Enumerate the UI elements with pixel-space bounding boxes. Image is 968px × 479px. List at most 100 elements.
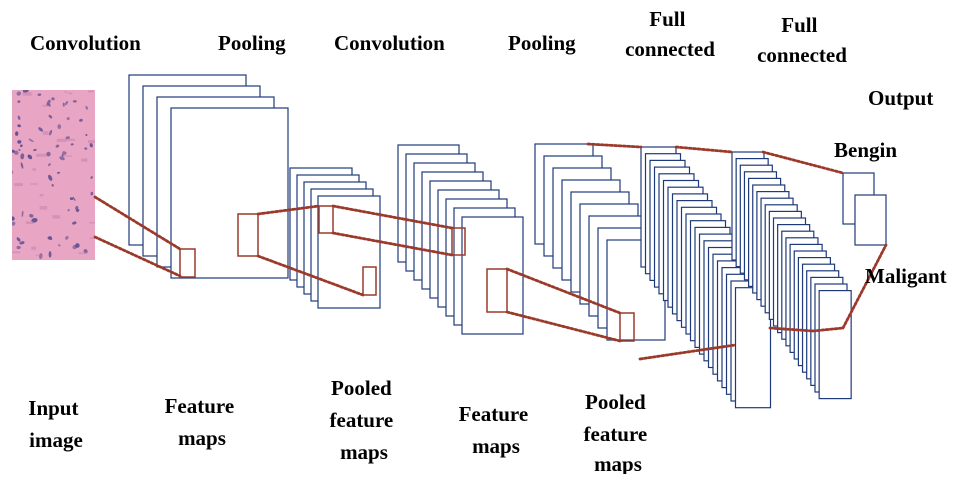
receptive-field-window: [237, 213, 259, 257]
nucleus-spot: [33, 148, 37, 152]
feature-map: [461, 216, 524, 335]
nucleus-spot: [46, 99, 51, 106]
input-image: [12, 90, 95, 260]
dotted-connector: [331, 231, 454, 257]
nucleus-spot: [37, 93, 42, 96]
nucleus-spot: [12, 149, 15, 153]
label-class-maligant: Maligant: [865, 264, 947, 288]
nucleus-spot: [65, 136, 71, 140]
receptive-field-window: [179, 248, 196, 278]
nucleus-spot: [18, 148, 21, 152]
tissue-fiber: [12, 251, 21, 254]
label-pooled-feature-maps-2-line-1: Pooled: [585, 390, 646, 414]
nucleus-spot: [65, 101, 69, 106]
dotted-connector: [331, 204, 454, 230]
nucleus-spot: [46, 151, 51, 157]
dotted-connector: [256, 254, 365, 297]
nucleus-spot: [70, 143, 74, 146]
fully-connected-2-stack: [731, 151, 852, 400]
dotted-connector: [811, 326, 845, 333]
tissue-fiber: [56, 138, 67, 142]
tissue-fiber: [87, 90, 94, 93]
label-pooled-feature-maps-2-line-3: maps: [594, 452, 642, 474]
feature-maps-2-stack: [397, 144, 524, 335]
nucleus-spot: [75, 205, 79, 210]
nucleus-spot: [17, 124, 21, 128]
receptive-field-window: [619, 312, 635, 342]
label-full-connected-2-line-1: Full: [781, 13, 817, 37]
nucleus-spot: [85, 105, 88, 110]
nucleus-spot: [29, 213, 34, 218]
label-pooled-feature-maps-1: Pooled feature maps: [330, 376, 399, 464]
tissue-fiber: [32, 168, 37, 171]
dotted-connector: [505, 310, 622, 343]
receptive-field-window: [486, 268, 508, 313]
dotted-connector: [586, 142, 643, 149]
label-pooled-feature-maps-1-line-1: Pooled: [331, 376, 392, 400]
tissue-fiber: [68, 92, 73, 95]
nucleus-spot: [27, 154, 33, 160]
nucleus-spot: [67, 209, 70, 212]
feature-map: [170, 107, 289, 279]
dotted-connector: [674, 145, 734, 154]
input-image-tissue: [12, 90, 95, 260]
nucleus-spot: [14, 150, 19, 155]
nucleus-spot: [89, 143, 93, 148]
nucleus-spot: [19, 241, 25, 245]
label-pooling-2: Pooling: [508, 31, 576, 55]
nucleus-spot: [20, 162, 24, 169]
tissue-fiber: [42, 104, 50, 107]
tissue-fiber: [39, 206, 48, 210]
tissue-fiber: [30, 183, 39, 185]
label-output: Output: [868, 86, 933, 110]
nucleus-spot: [72, 100, 77, 103]
nucleus-spot: [83, 249, 88, 254]
tissue-fiber: [14, 183, 23, 187]
nucleus-spot: [20, 153, 25, 160]
dotted-connector: [93, 235, 182, 278]
connector-lines: [93, 142, 888, 361]
pooled-feature-maps-2-stack: [534, 143, 666, 341]
label-pooled-feature-maps-1-line-2: feature: [330, 408, 394, 432]
tissue-fiber: [43, 131, 49, 135]
tissue-fiber: [78, 252, 88, 255]
nucleus-spot: [16, 91, 22, 96]
label-full-connected-2-line-2: connected: [757, 43, 847, 67]
nucleus-spot: [21, 210, 24, 217]
dotted-connector: [761, 150, 845, 175]
label-input-image-line-2: image: [29, 428, 83, 452]
label-full-connected-1-line-1: Full: [649, 7, 685, 31]
pooled-feature-maps-1-stack: [289, 167, 381, 309]
nucleus-spot: [49, 129, 53, 136]
label-feature-maps-1-line-1: Feature: [165, 394, 235, 418]
nucleus-spot: [57, 171, 60, 174]
nucleus-spot: [51, 184, 54, 187]
input-image-nuclei: [12, 90, 95, 260]
nucleus-spot: [58, 244, 61, 247]
receptive-field-window: [362, 266, 377, 296]
nucleus-spot: [48, 174, 53, 181]
tissue-fiber: [39, 194, 44, 197]
label-feature-maps-2: Feature maps: [459, 402, 534, 458]
label-pooled-feature-maps-2: Pooled feature maps: [584, 390, 653, 474]
receptive-field-window: [318, 205, 334, 234]
nucleus-spot: [85, 133, 88, 137]
nucleus-spot: [65, 235, 69, 240]
fc-neuron-layer: [818, 290, 852, 400]
tissue-fiber: [62, 155, 73, 157]
nucleus-spot: [66, 117, 70, 121]
dotted-connector: [768, 326, 815, 333]
label-feature-maps-1-line-2: maps: [178, 426, 226, 450]
label-feature-maps-2-line-1: Feature: [459, 402, 529, 426]
label-full-connected-1: Full connected: [625, 7, 715, 61]
pooled-feature-map: [606, 239, 666, 341]
nucleus-spot: [12, 170, 14, 175]
label-full-connected-2: Full connected: [757, 13, 847, 67]
nucleus-spot: [16, 245, 21, 250]
nucleus-spot: [72, 221, 77, 225]
nucleus-spot: [39, 253, 43, 260]
label-convolution-1: Convolution: [30, 31, 141, 55]
nucleus-spot: [48, 251, 52, 258]
